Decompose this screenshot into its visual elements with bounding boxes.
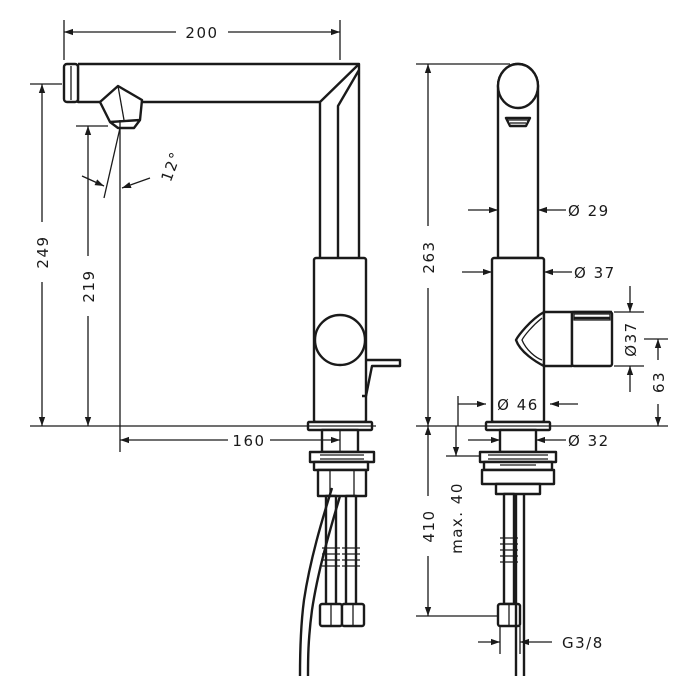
front-spout-arm (76, 62, 361, 258)
side-supply-hoses (496, 492, 526, 676)
side-spout-cap (496, 62, 540, 110)
dim-handle-height: 63 (650, 371, 668, 393)
dim-spout-diameter: Ø 29 (568, 202, 610, 220)
dim-aerator-height: 219 (80, 269, 98, 302)
dim-base-diameter: Ø 46 (497, 396, 539, 414)
dim-body-diameter: Ø 37 (574, 264, 616, 282)
side-view (478, 62, 614, 676)
side-handle (542, 310, 574, 368)
dim-spray-angle: 12° (158, 149, 186, 184)
dim-total-height-side: 263 (420, 240, 438, 273)
dim-shank-length: 410 (420, 509, 438, 542)
dim-max-counter-thickness: max. 40 (448, 482, 466, 554)
dim-connection-thread: G3/8 (562, 634, 604, 652)
front-mounting-nut (308, 450, 376, 464)
front-supply-hoses (298, 487, 366, 677)
side-dimensions: 263 Ø 29 Ø 37 Ø37 63 Ø 46 Ø 32 (416, 63, 668, 654)
front-view (62, 62, 402, 677)
dim-spout-reach: 200 (185, 24, 218, 42)
dim-handle-diameter: Ø37 (622, 321, 640, 356)
front-lever (362, 358, 402, 398)
front-dimensions: 200 249 219 12° 160 (30, 20, 376, 452)
side-mounting-nut (478, 450, 558, 464)
dim-spout-projection: 160 (232, 432, 265, 450)
dim-total-height-front: 249 (34, 235, 52, 268)
front-handle-knob (313, 313, 367, 367)
dim-shank-diameter: Ø 32 (568, 432, 610, 450)
